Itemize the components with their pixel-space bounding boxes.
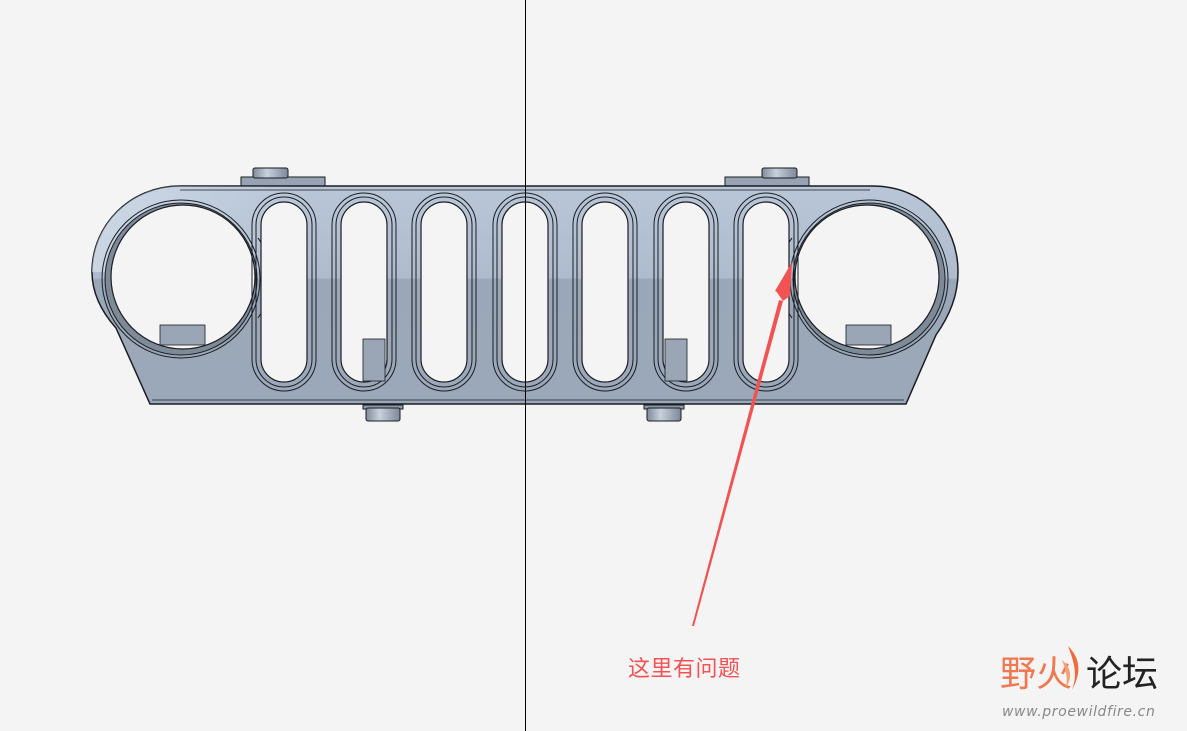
annotation-arrow (692, 262, 792, 626)
slot-7 (733, 192, 799, 392)
headlight-hole-right (777, 199, 949, 359)
grille-slots (251, 192, 799, 392)
slot-2 (331, 192, 397, 392)
watermark-part2: 论坛 (1086, 654, 1159, 695)
top-boss-left (240, 167, 326, 188)
watermark-url: www.proewildfire.cn (1002, 704, 1156, 720)
bottom-boss-right (643, 404, 685, 422)
flame-icon (1062, 646, 1079, 690)
slot-5 (572, 192, 638, 392)
annotation-label: 这里有问题 (628, 657, 741, 682)
bottom-boss-left (362, 404, 404, 422)
slot-6 (653, 192, 719, 392)
top-boss-right (724, 167, 810, 188)
watermark-part1: 野火 (1000, 654, 1073, 695)
slot-3 (411, 192, 477, 392)
forum-watermark: 野火 论坛 www.proewildfire.cn (998, 644, 1178, 726)
slot-1 (251, 192, 317, 392)
headlight-hole-left (101, 199, 273, 359)
